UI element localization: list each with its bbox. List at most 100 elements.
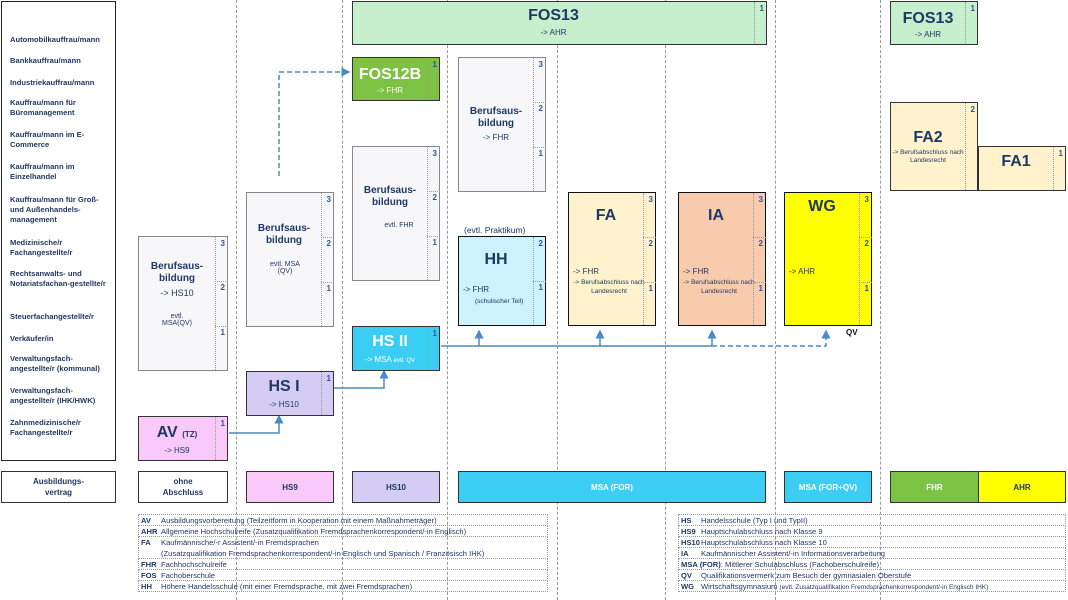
arrow-av-to-hs1 <box>229 414 284 434</box>
box-title: Berufsaus-bildung <box>363 185 417 208</box>
box-title: FOS13 <box>528 7 579 24</box>
year-number: 3 <box>538 60 543 69</box>
year-number: 1 <box>220 419 225 428</box>
qualification-ausbildungsvertrag: Ausbildungs-vertrag <box>1 471 116 503</box>
year-number: 1 <box>220 328 225 337</box>
qualification-hs9: HS9 <box>246 471 334 503</box>
year-column: 1 <box>965 2 977 44</box>
legend-abbr: WG <box>681 582 695 591</box>
vocational-training-hs10-box: Berufsaus-bildung evtl. FHR 3 2 1 <box>352 146 440 281</box>
year-number: 1 <box>759 4 764 13</box>
legend-text: Fachoberschule <box>161 571 216 580</box>
year-number: 1 <box>1058 149 1063 158</box>
year-number: 3 <box>220 239 225 248</box>
legend-text: Höhere Handelsschule (mit einer Fremdspr… <box>161 582 413 591</box>
legend-abbr: AHR <box>141 527 158 536</box>
hh-note: (evtl. Praktikum) <box>464 225 526 235</box>
fa-box: FA -> FHR -> Berufsabschluss nach Landes… <box>568 192 656 326</box>
box-title: HH <box>484 251 508 268</box>
column-divider <box>447 0 448 600</box>
occupation-item: Kauffrau/mann im E-Commerce <box>10 130 85 149</box>
year-number: 2 <box>220 283 225 292</box>
qualification-ohne-abschluss: ohne Abschluss <box>138 471 228 503</box>
year-number: 2 <box>648 239 653 248</box>
legend-abbr: MSA (FOR) <box>681 560 721 569</box>
legend-text: Qualifikationsvermerk zum Besuch der gym… <box>701 571 912 580</box>
legend-text: Wirtschaftsgymnasium <box>701 582 778 591</box>
box-title: FA1 <box>1001 153 1031 170</box>
year-number: 2 <box>538 239 543 248</box>
occupation-item: Zahnmedizinische/r Fachangestellte/r <box>10 418 81 437</box>
box-title: Berufsaus-bildung <box>150 261 204 284</box>
year-number: 2 <box>432 193 437 202</box>
legend-abbr: HS10 <box>681 538 700 547</box>
training-occupations-list: Automobilkauffrau/mann Bankkauffrau/mann… <box>1 1 116 461</box>
year-number: 1 <box>538 149 543 158</box>
legend-text: Hauptschulabschluss nach Klasse 10 <box>701 538 827 547</box>
year-column: 3 2 1 <box>321 193 334 326</box>
box-subtitle: evtl. FHR <box>384 222 414 229</box>
year-number: 1 <box>648 284 653 293</box>
vocational-training-hs9-box: Berufsaus-bildung evtl. MSA (QV) 3 2 1 <box>246 192 334 327</box>
year-number: 1 <box>538 283 543 292</box>
year-number: 3 <box>326 195 331 204</box>
fos12b-box: FOS12B -> FHR 1 <box>352 57 440 101</box>
box-subtitle: -> HS9 <box>164 446 190 455</box>
qualification-ahr: AHR <box>978 471 1066 503</box>
av-box: AV (TZ) -> HS9 1 <box>138 416 228 461</box>
av-title-small: (TZ) <box>182 430 198 439</box>
year-number: 2 <box>864 239 869 248</box>
box-note: -> Berufsabschluss nach Landesrecht <box>683 279 755 295</box>
year-column: 3 2 1 <box>859 193 872 325</box>
occupation-item: Verwaltungsfach-angestellte/r (IHK/HWK) <box>10 386 96 405</box>
box-subtitle: -> AHR <box>540 28 567 37</box>
year-column: 1 <box>1053 147 1065 190</box>
box-note: -> Berufsabschluss nach Landesrecht <box>573 279 645 295</box>
hs2-sub-small: evtl. QV <box>393 358 416 364</box>
box-title: FOS13 <box>902 10 954 27</box>
occupation-item: Medizinische/r Fachangestellte/r <box>10 238 73 257</box>
column-divider <box>236 0 237 600</box>
vocational-training-left-box: Berufsaus-bildung -> HS10 evtl. MSA(QV) … <box>138 236 228 371</box>
box-title: FOS12B <box>358 66 422 83</box>
year-column: 1 <box>321 372 333 415</box>
qualification-msa: MSA (FOR) <box>458 471 766 503</box>
qualification-hs10: HS10 <box>352 471 440 503</box>
box-subtitle: -> FHR <box>483 133 509 142</box>
fa1-box: FA1 1 <box>978 146 1066 191</box>
occupation-item: Kauffrau/mann für Groß- und Außenhandels… <box>10 195 99 224</box>
occupation-item: Industriekauffrau/mann <box>10 78 95 87</box>
legend-row: HS10Hauptschulabschluss nach Klasse 10 <box>678 537 1066 548</box>
year-column: 1 <box>427 327 439 370</box>
box-subtitle: -> MSA evtl. QV <box>353 355 427 364</box>
box-subtitle: -> FHR <box>573 267 599 276</box>
year-number: 3 <box>648 195 653 204</box>
legend-text: Kaufmännischer Assistent/-in Information… <box>701 549 886 558</box>
fos13-right-box: FOS13 -> AHR 1 <box>890 1 978 45</box>
column-divider <box>880 0 881 600</box>
box-subtitle: -> FHR <box>377 86 403 95</box>
box-title: AV (TZ) <box>139 424 215 442</box>
year-column: 1 <box>427 58 439 100</box>
legend-text: (Zusatzqualifikation Fremdsprachenkorres… <box>161 549 485 558</box>
year-column: 3 2 1 <box>643 193 656 325</box>
legend-abbr: AV <box>141 516 151 525</box>
box-subtitle: -> FHR <box>683 267 709 276</box>
year-column: 3 2 1 <box>753 193 766 325</box>
year-number: 1 <box>432 238 437 247</box>
occupation-item: Automobilkauffrau/mann <box>10 35 100 44</box>
year-number: 2 <box>538 104 543 113</box>
hs2-sub: -> MSA <box>364 355 392 364</box>
legend-abbr: FA <box>141 538 151 547</box>
legend-text: Allgemeine Hochschulreife (Zusatzqualifi… <box>161 527 467 536</box>
column-divider <box>775 0 776 600</box>
arrow-ba-to-fos12b <box>278 67 351 176</box>
box-title: Berufsaus-bildung <box>469 106 523 129</box>
occupation-item: Kauffrau/mann im Einzelhandel <box>10 162 75 181</box>
